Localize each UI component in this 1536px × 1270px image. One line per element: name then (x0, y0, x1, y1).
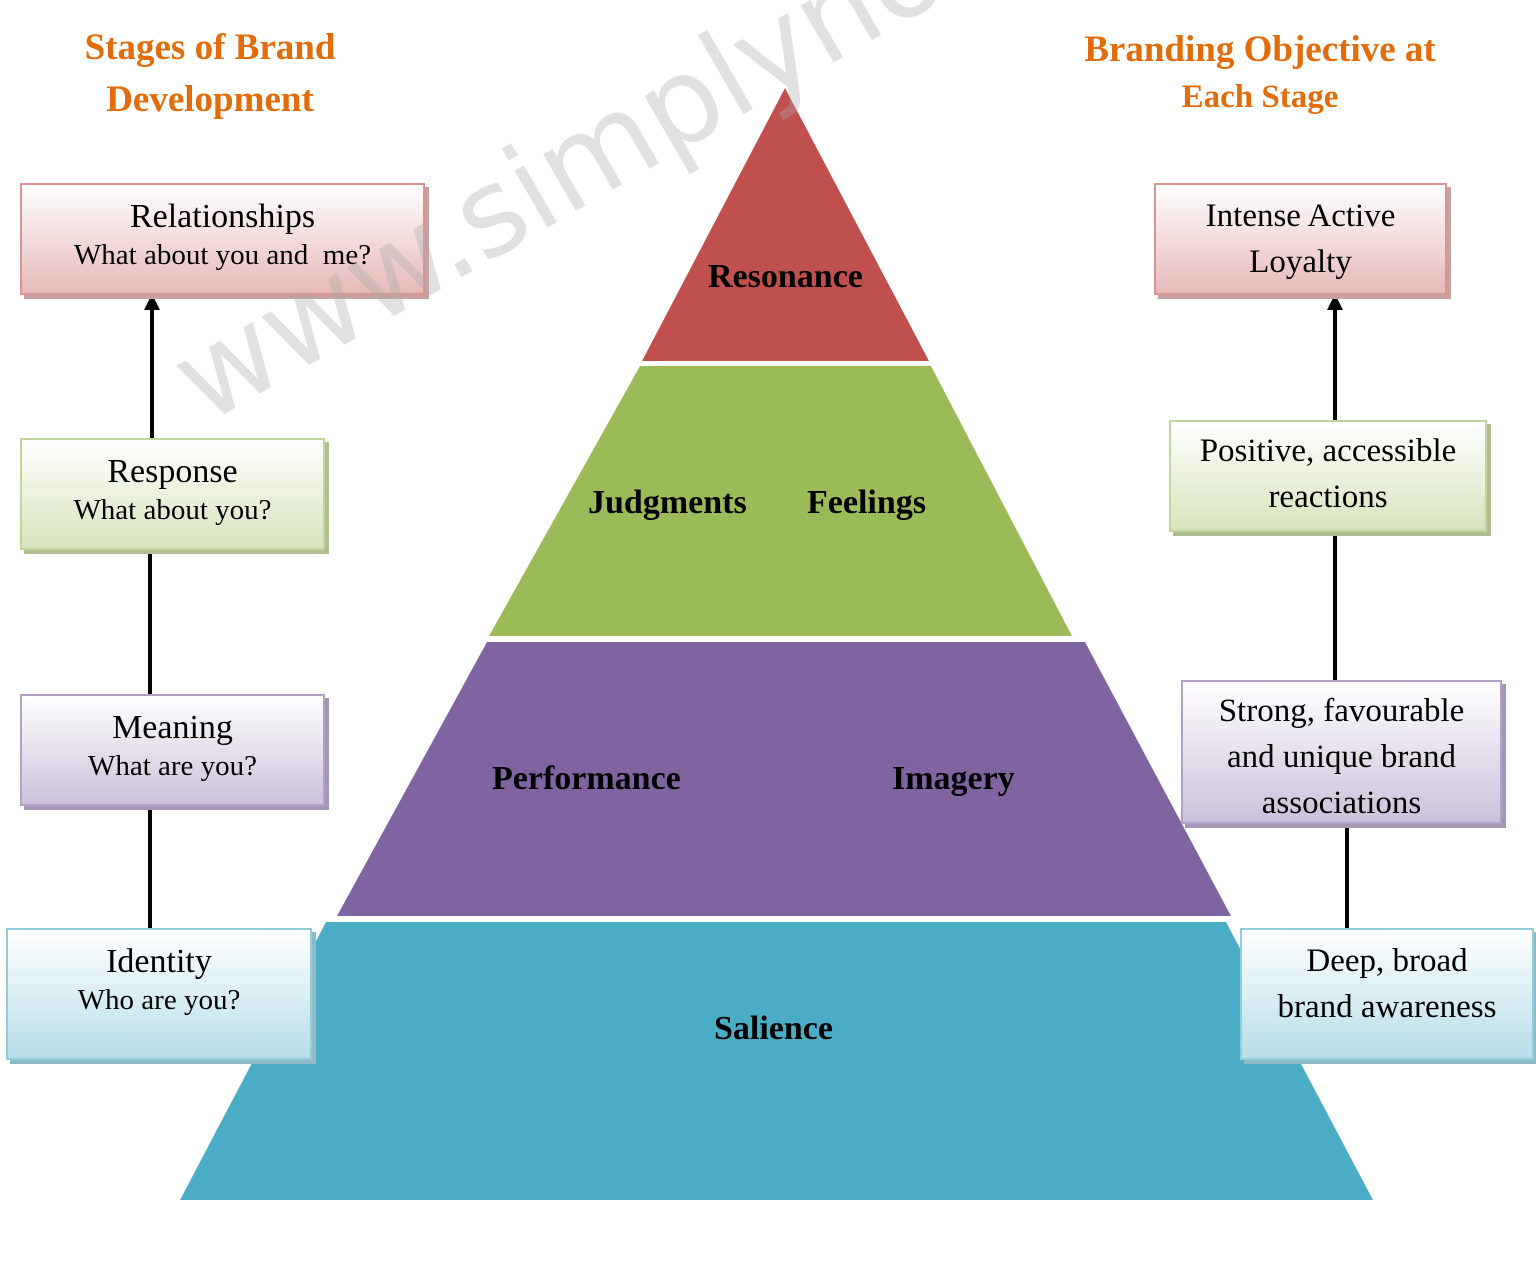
objective-box-loyalty: Intense Active Loyalty (1154, 183, 1447, 295)
objective-box-reactions: Positive, accessible reactions (1169, 420, 1487, 532)
label-imagery: Imagery (892, 760, 1015, 797)
left-heading-line-2: Development (106, 79, 314, 121)
objective-line: Positive, accessible (1199, 433, 1457, 469)
objective-line: reactions (1268, 479, 1388, 515)
stage-title: Identity (106, 943, 212, 980)
objective-line: associations (1261, 785, 1422, 821)
label-performance: Performance (492, 760, 681, 797)
objective-line: brand awareness (1277, 989, 1497, 1025)
stage-box-response: Response What about you? (20, 438, 325, 550)
pyramid-level-salience (180, 922, 1373, 1200)
objective-line: and unique brand (1226, 739, 1457, 775)
objective-box-awareness: Deep, broad brand awareness (1240, 928, 1534, 1060)
right-connector-1 (1333, 308, 1337, 420)
right-connector-2 (1333, 532, 1337, 680)
objective-box-associations: Strong, favourable and unique brand asso… (1181, 680, 1502, 824)
stage-box-identity: Identity Who are you? (6, 928, 312, 1060)
objective-line: Loyalty (1249, 244, 1352, 280)
label-feelings: Feelings (807, 484, 926, 521)
pyramid-level-judgments-feelings (489, 366, 1072, 636)
label-resonance: Resonance (708, 258, 863, 295)
stage-question: What about you and me? (73, 239, 372, 271)
stage-title: Response (107, 453, 238, 490)
left-connector-1 (150, 308, 154, 438)
stage-box-relationships: Relationships What about you and me? (20, 183, 425, 295)
left-heading-line-1: Stages of Brand (84, 27, 336, 68)
label-judgments: Judgments (588, 484, 747, 521)
objective-line: Intense Active (1205, 198, 1396, 234)
right-heading-line-2: Each Stage (1181, 79, 1339, 116)
objective-line: Strong, favourable (1218, 693, 1465, 729)
pyramid-level-resonance (642, 88, 929, 361)
right-connector-3 (1345, 824, 1349, 928)
stage-question: What about you? (73, 494, 272, 526)
pyramid-level-performance-imagery (337, 642, 1231, 916)
right-heading: Branding Objective at Each Stage (1060, 28, 1460, 118)
stage-question: What are you? (87, 750, 258, 782)
objective-line: Deep, broad (1306, 943, 1468, 979)
stage-title: Meaning (112, 709, 233, 746)
label-salience: Salience (714, 1010, 833, 1047)
stage-box-meaning: Meaning What are you? (20, 694, 325, 806)
left-connector-3 (148, 806, 152, 928)
stage-title: Relationships (129, 198, 316, 235)
right-heading-line-1: Branding Objective at (1084, 29, 1436, 70)
left-arrowhead (144, 294, 160, 310)
left-connector-2 (148, 550, 152, 696)
left-heading: Stages of Brand Development (40, 26, 380, 123)
right-arrowhead (1327, 294, 1343, 310)
stage-question: Who are you? (77, 984, 241, 1016)
